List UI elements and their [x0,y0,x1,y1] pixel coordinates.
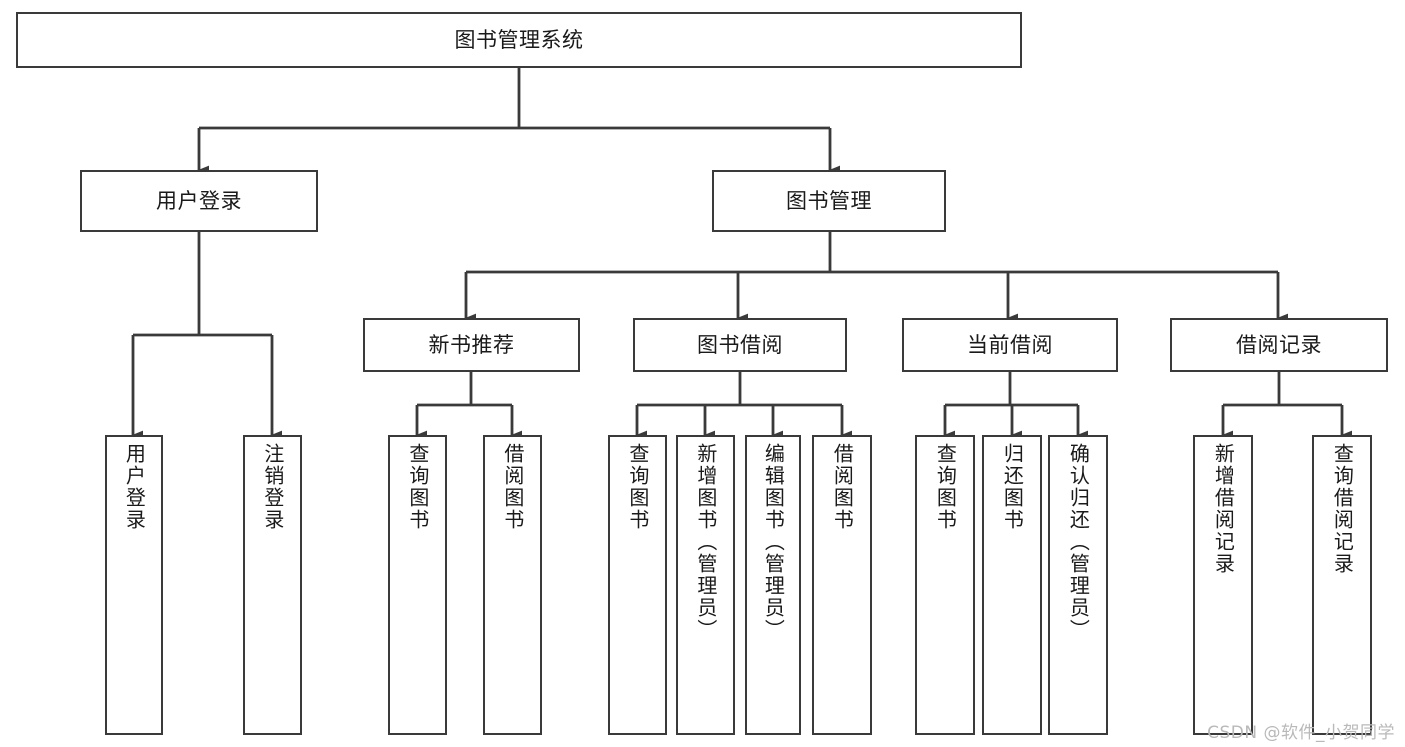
watermark-text: CSDN @软件_小贺同学 [1207,723,1395,743]
node-label: 新增图书（管理员） [693,443,718,641]
node-label: 新增借阅记录 [1211,443,1236,575]
leaf-add-borrow-record[interactable]: 新增借阅记录 [1193,435,1253,735]
node-book-borrow[interactable]: 图书借阅 [633,318,847,372]
leaf-borrow-book[interactable]: 借阅图书 [812,435,872,735]
node-label: 用户登录 [122,443,147,531]
leaf-user-login[interactable]: 用户登录 [105,435,163,735]
node-label: 图书借阅 [697,332,783,357]
node-current-borrow[interactable]: 当前借阅 [902,318,1118,372]
node-label: 用户登录 [156,188,242,213]
node-label: 编辑图书（管理员） [761,443,786,641]
node-label: 查询借阅记录 [1330,443,1355,575]
node-label: 当前借阅 [967,332,1053,357]
node-label: 新书推荐 [428,332,515,357]
node-label: 查询图书 [625,443,650,531]
leaf-return-book[interactable]: 归还图书 [982,435,1042,735]
node-label: 确认归还（管理员） [1066,443,1091,641]
node-label: 借阅记录 [1236,332,1322,357]
node-new-book-recommend[interactable]: 新书推荐 [363,318,580,372]
node-label: 图书管理系统 [454,27,584,52]
leaf-confirm-return-admin[interactable]: 确认归还（管理员） [1048,435,1108,735]
node-label: 归还图书 [1000,443,1025,531]
node-label: 借阅图书 [830,443,855,531]
node-label: 查询图书 [405,443,430,531]
leaf-query-book-current[interactable]: 查询图书 [915,435,975,735]
node-user-login[interactable]: 用户登录 [80,170,318,232]
leaf-borrow-book-rec[interactable]: 借阅图书 [483,435,542,735]
leaf-edit-book-admin[interactable]: 编辑图书（管理员） [745,435,801,735]
node-label: 图书管理 [786,188,872,213]
node-root-system[interactable]: 图书管理系统 [16,12,1022,68]
leaf-add-book-admin[interactable]: 新增图书（管理员） [676,435,735,735]
node-label: 注销登录 [260,443,285,531]
leaf-query-borrow-record[interactable]: 查询借阅记录 [1312,435,1372,735]
leaf-query-book-rec[interactable]: 查询图书 [388,435,447,735]
node-borrow-record[interactable]: 借阅记录 [1170,318,1388,372]
node-book-management[interactable]: 图书管理 [712,170,946,232]
node-label: 查询图书 [933,443,958,531]
node-label: 借阅图书 [500,443,525,531]
leaf-query-book-borrow[interactable]: 查询图书 [608,435,667,735]
leaf-logout[interactable]: 注销登录 [243,435,302,735]
